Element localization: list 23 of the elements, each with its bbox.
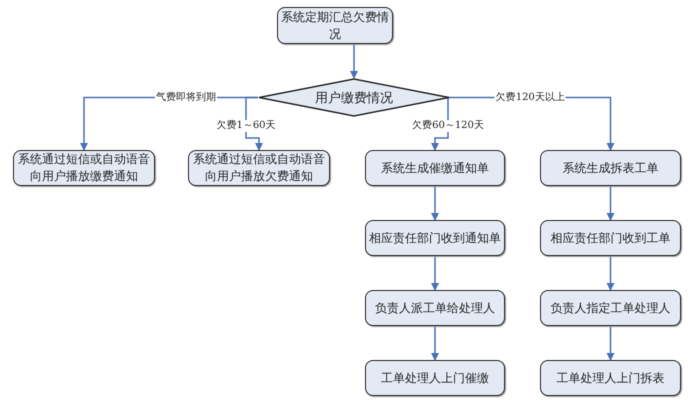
process-box: 系统生成催缴通知单 (365, 150, 505, 186)
arrow (431, 256, 439, 291)
edge-label: 欠费1～60天 (215, 120, 277, 132)
arrow (431, 186, 439, 221)
process-box: 系统定期汇总欠费情况 (277, 7, 393, 44)
arrow (431, 326, 439, 361)
edge-label: 欠费120天以上 (494, 92, 566, 104)
process-box: 相应责任部门收到通知单 (365, 220, 505, 256)
process-box: 系统通过短信或自动语音向用户播放欠费通知 (188, 150, 330, 186)
process-box: 工单处理人上门拆表 (540, 360, 681, 396)
arrow (606, 186, 614, 221)
process-box: 相应责任部门收到工单 (540, 220, 681, 256)
edge-label: 欠费60～120天 (411, 120, 485, 132)
process-box: 系统生成拆表工单 (540, 150, 681, 186)
arrow (606, 256, 614, 291)
process-box: 系统通过短信或自动语音向用户播放缴费通知 (13, 150, 155, 186)
process-box: 工单处理人上门催缴 (365, 360, 505, 396)
process-box: 负责人派工单给处理人 (365, 290, 505, 326)
arrow (606, 326, 614, 361)
process-box: 负责人指定工单处理人 (540, 290, 681, 326)
arrow (350, 44, 358, 79)
decision-diamond: 用户缴费情况 (258, 78, 450, 117)
edge-label: 气费即将到期 (155, 92, 217, 104)
